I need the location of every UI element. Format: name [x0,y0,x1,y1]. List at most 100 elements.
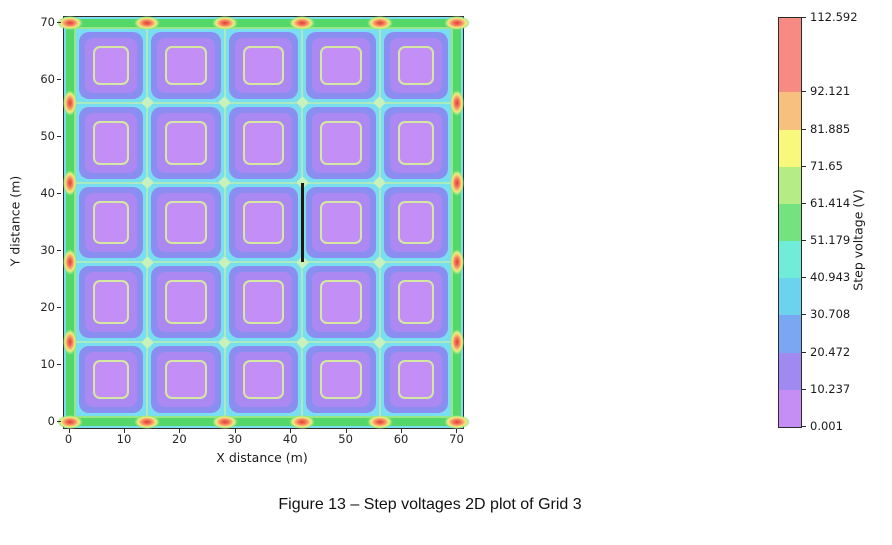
mesh-cell [306,32,376,99]
perimeter-hotspot [62,329,77,356]
mesh-cell [306,346,376,413]
colorbar-tick-label: 51.179 [810,233,851,248]
mesh-cell-mid-ring [157,352,215,407]
colorbar-tick-label: 40.943 [810,270,851,285]
y-tick-mark [57,364,61,366]
perimeter-hotspot [450,89,465,116]
perimeter-hotspot [366,415,393,430]
figure-caption: Figure 13 – Step voltages 2D plot of Gri… [278,496,582,513]
colorbar-tick-label: 61.414 [810,195,851,210]
mesh-cell-center [242,46,285,85]
x-tick-label: 50 [338,432,353,446]
mesh-cell-center [320,200,362,245]
y-tick-mark [57,307,61,309]
mesh-cell-mid-ring [389,112,442,173]
x-tick-mark [179,429,181,433]
perimeter-hotspot [211,415,238,430]
mesh-cell-center [320,46,362,85]
mesh-cell-center [320,280,362,325]
perimeter-hotspot [211,15,238,30]
mesh-cell [228,32,299,99]
conductor-intersection-diamond [295,336,309,349]
colorbar-tick-label: 30.708 [810,307,851,322]
colorbar-segment [779,278,801,316]
colorbar-tick-label: 20.472 [810,344,851,359]
mesh-cell-mid-ring [85,272,138,333]
mesh-cell-mid-ring [157,272,215,333]
mesh-cell-center [320,120,362,165]
colorbar-tick-mark [802,351,806,353]
mesh-cell-center [165,200,207,245]
y-tick-mark [57,421,61,423]
mesh-cell-center [397,280,434,325]
colorbar-tick-label: 10.237 [810,381,851,396]
y-tick-mark [57,192,61,194]
colorbar-tick-mark [802,91,806,93]
mesh-cell [228,106,299,179]
conductor-intersection-diamond [295,96,309,109]
mesh-cell-mid-ring [85,352,138,407]
mesh-cell [151,32,221,99]
mesh-cell-mid-ring [389,352,442,407]
mesh-cell-mid-ring [234,272,293,333]
perimeter-hotspot [56,415,83,430]
mesh-cell [228,186,299,259]
mesh-cell-center [93,120,130,165]
perimeter-hotspot [450,329,465,356]
mesh-cell [151,346,221,413]
mesh-cell-mid-ring [157,112,215,173]
x-tick-mark [456,429,458,433]
colorbar-tick-mark [802,388,806,390]
conductor-intersection-diamond [140,256,154,269]
conductor-intersection-diamond [218,336,232,349]
y-tick-label: 50 [40,128,55,143]
mesh-cell [228,346,299,413]
mesh-cell-center [242,280,285,325]
perimeter-hotspot [62,249,77,276]
y-tick-mark [57,135,61,137]
mesh-cell-center [397,120,434,165]
mesh-cell-mid-ring [389,272,442,333]
x-tick-mark [345,429,347,433]
mesh-cell-center [93,360,130,399]
colorbar-tick-mark [802,277,806,279]
channel-line-horizontal [76,101,451,104]
mesh-cell-center [165,360,207,399]
colorbar-segment [779,18,801,93]
conductor-intersection-diamond [373,96,387,109]
perimeter-hotspot [56,15,83,30]
mesh-cell [79,186,144,259]
x-tick-mark [401,429,403,433]
perimeter-hotspot [62,169,77,196]
channel-line-horizontal [76,341,451,344]
colorbar-segment [779,241,801,279]
colorbar-tick-mark [802,240,806,242]
mesh-cell [383,266,448,339]
perimeter-hotspot [134,15,161,30]
y-tick-label: 10 [40,357,55,372]
mesh-cell-mid-ring [312,38,370,93]
x-tick-mark [123,429,125,433]
y-tick-label: 30 [40,243,55,258]
x-tick-label: 20 [172,432,187,446]
colorbar-segment [779,315,801,353]
colorbar-tick-mark [802,202,806,204]
mesh-cell-center [93,280,130,325]
y-tick-label: 20 [40,300,55,315]
mesh-cell-mid-ring [85,192,138,253]
colorbar-tick-mark [802,128,806,130]
colorbar-segment [779,203,801,242]
mesh-cell-center [165,280,207,325]
perimeter-hotspot [450,249,465,276]
colorbar-tick-label: 0.001 [810,419,843,433]
conductor-intersection-diamond [373,256,387,269]
annotation-line [301,182,304,263]
perimeter-hotspot [62,89,77,116]
conductor-intersection-diamond [140,176,154,189]
conductor-intersection-diamond [218,96,232,109]
channel-line-vertical [223,29,226,416]
mesh-cell-mid-ring [389,38,442,93]
mesh-cell-center [320,360,362,399]
x-tick-label: 60 [393,432,409,446]
y-axis-label: Y distance (m) [7,175,23,267]
